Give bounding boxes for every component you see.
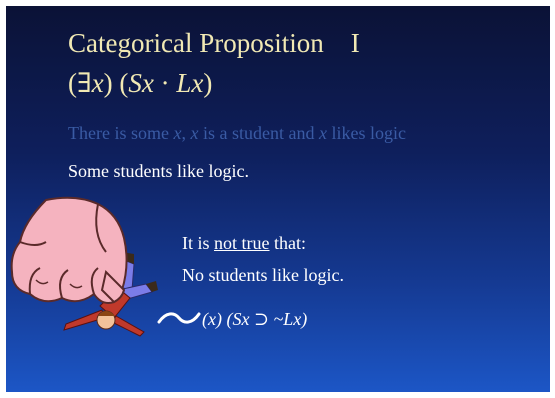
slide-title: Categorical Proposition I <box>68 28 360 58</box>
negation-underlined: not true <box>214 233 270 253</box>
formula-part: (∃ <box>68 68 92 98</box>
negation-line-2: No students like logic. <box>182 265 344 285</box>
hand-squashing-person-icon <box>10 196 158 337</box>
faded-var: x <box>173 123 182 143</box>
faded-part: There is some <box>68 123 174 143</box>
faded-part: is a student and <box>198 123 319 143</box>
faded-part: likes logic <box>326 123 406 143</box>
negation-formula: (x) (Sx ⊃ ~Lx) <box>202 309 308 329</box>
formula-part: ) ( <box>103 68 129 98</box>
formula-var: x <box>91 68 104 98</box>
hand-icon <box>10 196 128 304</box>
negation-suffix: that: <box>269 233 307 253</box>
formula-var: Lx <box>176 68 204 98</box>
tilde-icon <box>157 312 201 324</box>
faded-reading: There is some x, x is a student and x li… <box>68 122 406 144</box>
formula-part: ) <box>203 68 213 98</box>
formula-var: Sx <box>128 68 154 98</box>
formula: (∃x) (Sx · Lx) <box>68 68 212 98</box>
slide: Categorical Proposition I (∃x) (Sx · Lx)… <box>6 6 550 392</box>
faded-var: x <box>190 123 199 143</box>
negation-prefix: It is <box>182 233 215 253</box>
formula-part: · <box>153 68 177 98</box>
faded-part: , <box>181 123 191 143</box>
statement: Some students like logic. <box>68 161 249 181</box>
negation-line-1: It is not true that: <box>182 232 306 254</box>
faded-var: x <box>318 123 327 143</box>
